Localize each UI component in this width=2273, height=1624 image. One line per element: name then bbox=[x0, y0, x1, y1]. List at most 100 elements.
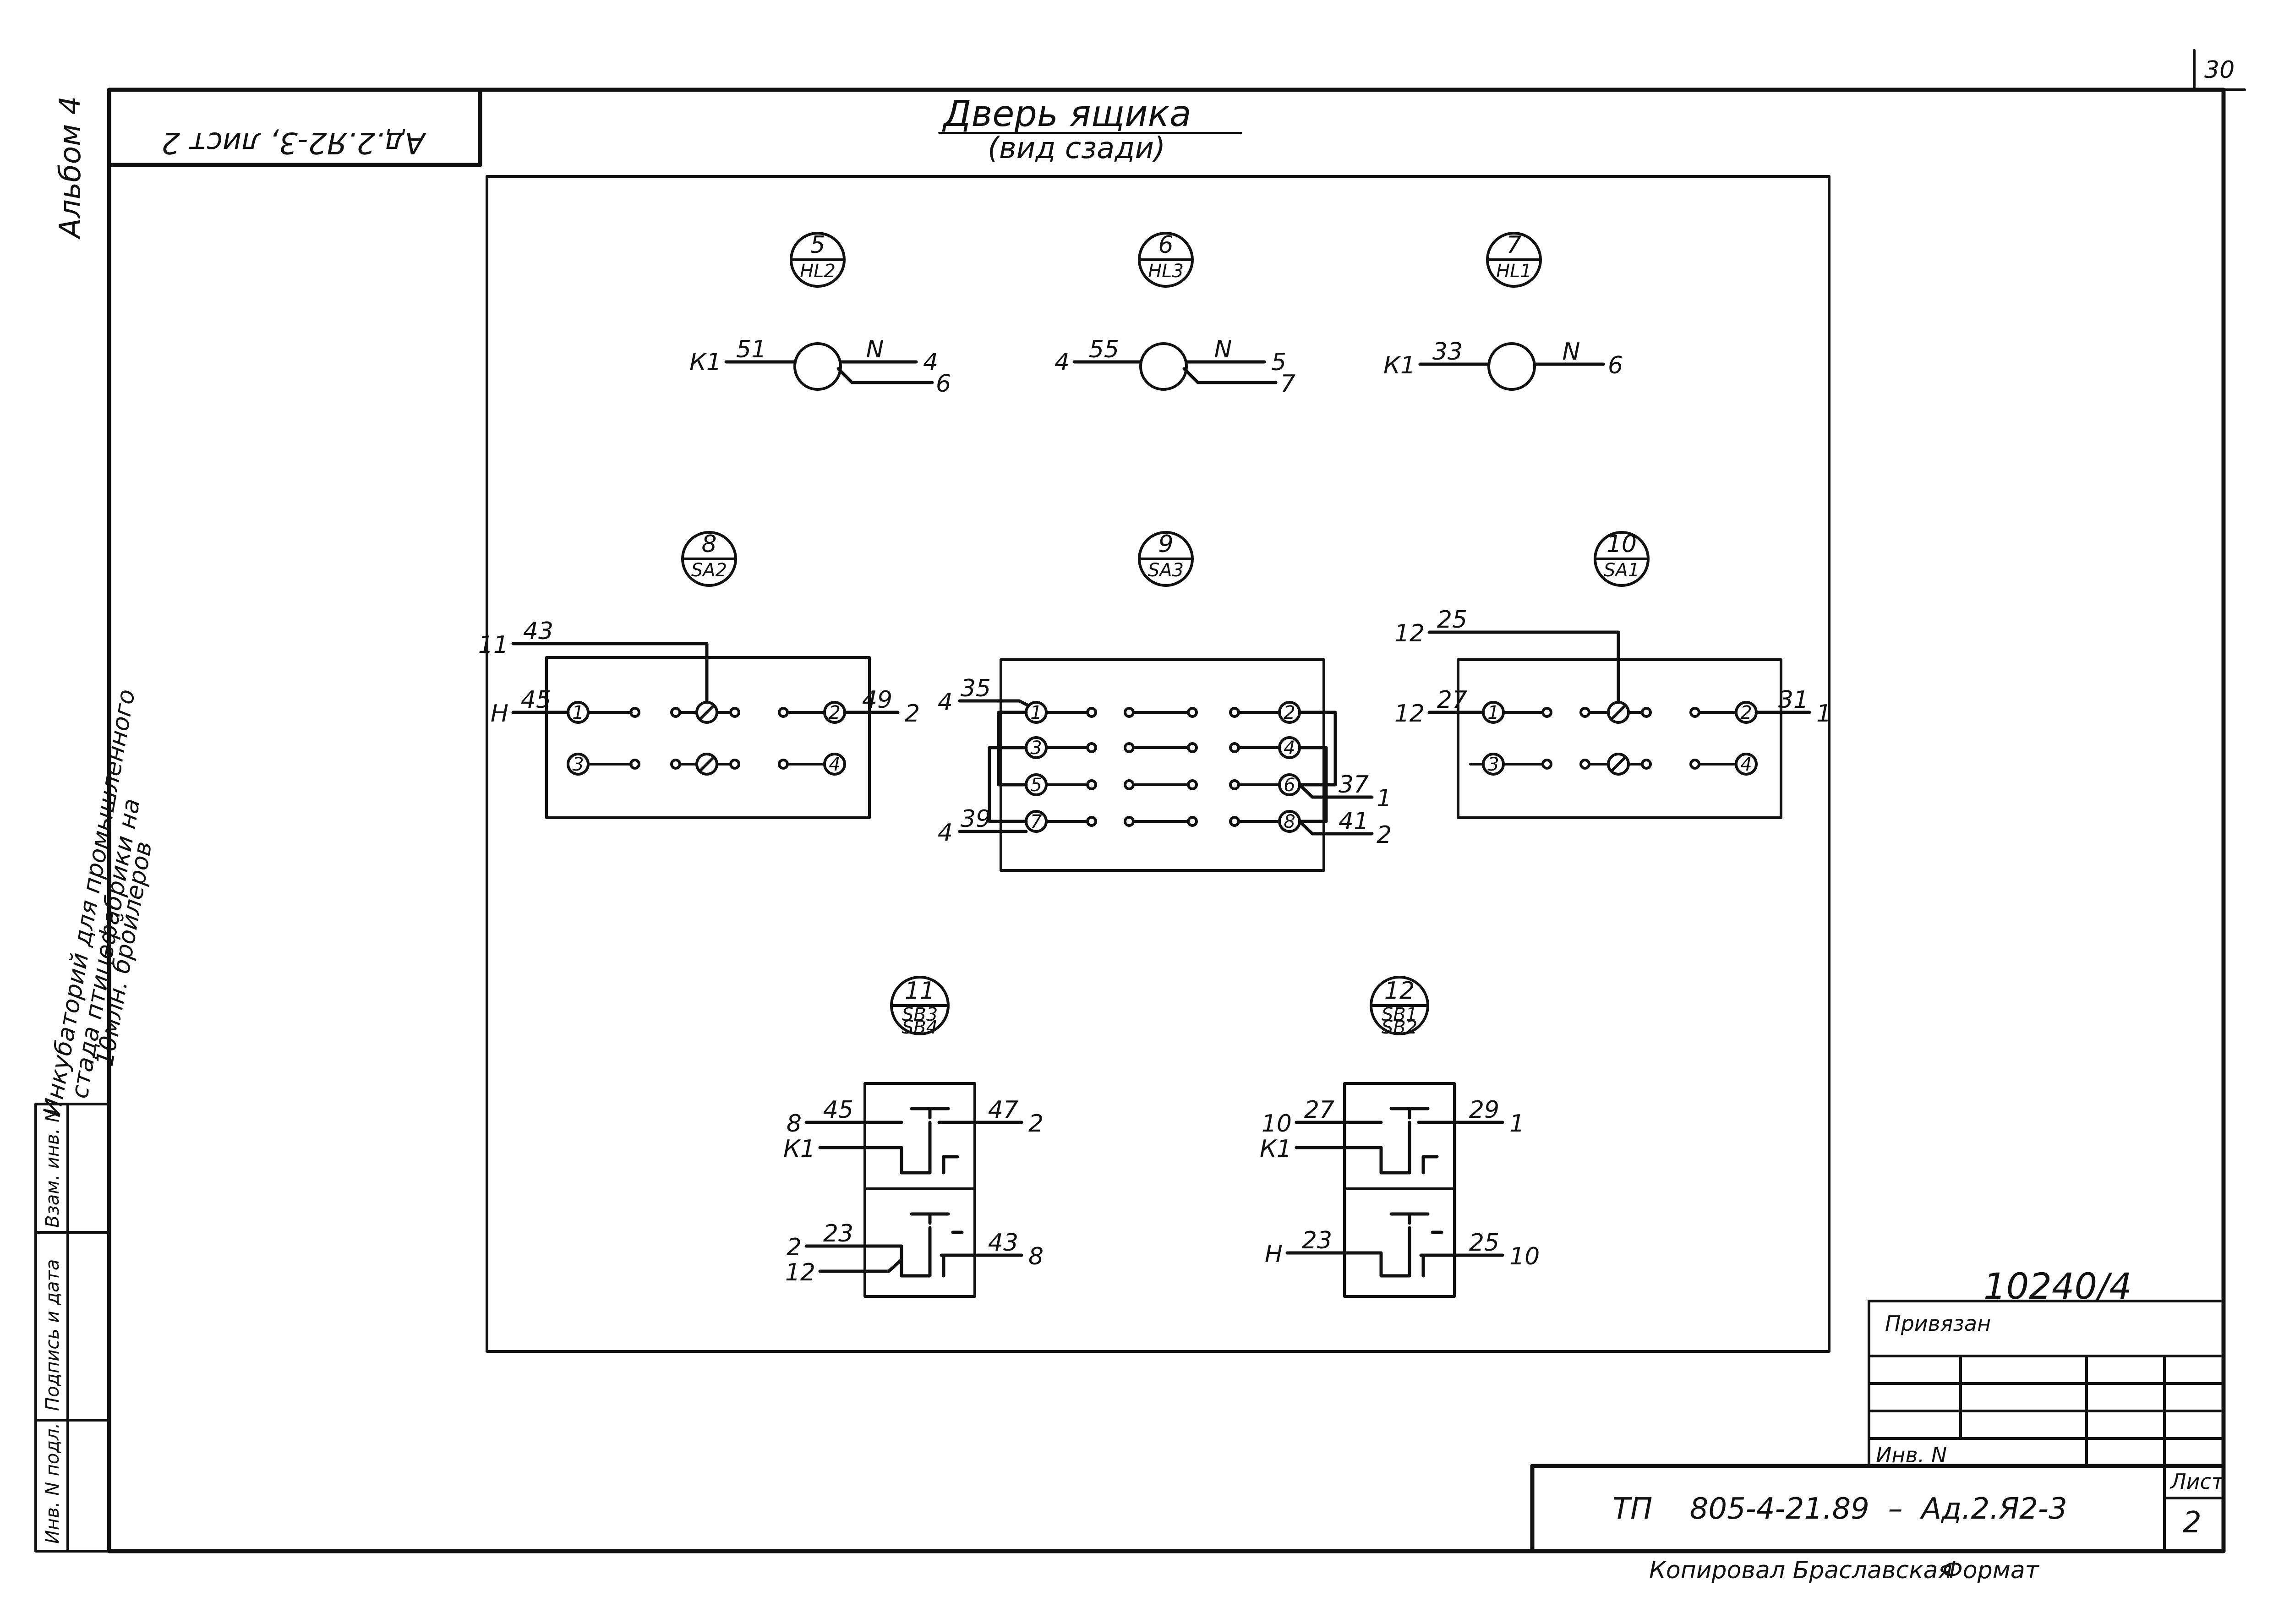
svg-text:6: 6 bbox=[936, 370, 951, 398]
svg-text:6: 6 bbox=[1284, 775, 1295, 796]
button-code: SB3 bbox=[902, 1004, 938, 1025]
svg-text:5: 5 bbox=[1271, 349, 1286, 376]
svg-text:23: 23 bbox=[823, 1220, 853, 1247]
svg-text:41: 41 bbox=[1339, 808, 1369, 835]
switch-sa3: 9 SA3 1 2 3 4 5 6 7 8 bbox=[938, 530, 1392, 872]
svg-text:4: 4 bbox=[938, 819, 953, 847]
svg-text:К1: К1 bbox=[1260, 1135, 1292, 1163]
svg-text:45: 45 bbox=[823, 1096, 853, 1124]
switch-number: 10 bbox=[1606, 530, 1637, 558]
svg-text:12: 12 bbox=[1394, 620, 1425, 647]
svg-text:10: 10 bbox=[1509, 1243, 1540, 1270]
svg-text:4: 4 bbox=[1055, 349, 1070, 376]
side-title: Инкубаторий для промышленного стада птиц… bbox=[38, 687, 158, 1119]
lamp-body bbox=[1139, 342, 1188, 391]
svg-text:35: 35 bbox=[961, 675, 991, 702]
svg-text:2: 2 bbox=[1377, 821, 1392, 849]
album-label: Альбом 4 bbox=[54, 96, 87, 240]
svg-text:N: N bbox=[866, 336, 884, 363]
svg-text:12: 12 bbox=[785, 1259, 815, 1286]
svg-text:Подпись и дата: Подпись и дата bbox=[42, 1259, 63, 1411]
svg-text:Инв. N подл.: Инв. N подл. bbox=[42, 1423, 63, 1544]
svg-text:4: 4 bbox=[1740, 754, 1752, 775]
svg-text:7: 7 bbox=[1030, 811, 1042, 832]
format-label: Формат bbox=[1942, 1557, 2040, 1584]
lamp-body bbox=[793, 342, 842, 391]
svg-text:2: 2 bbox=[787, 1234, 802, 1261]
svg-text:33: 33 bbox=[1432, 338, 1463, 366]
button-sb3-sb4: 11 SB3 SB4 8 45 К1 47 2 2 23 12 43 8 bbox=[783, 976, 1044, 1298]
switch-body bbox=[1000, 658, 1325, 872]
svg-text:2: 2 bbox=[1284, 702, 1295, 723]
svg-text:4: 4 bbox=[923, 349, 938, 376]
svg-text:23: 23 bbox=[1302, 1227, 1332, 1254]
svg-text:37: 37 bbox=[1339, 771, 1369, 798]
svg-text:8: 8 bbox=[1028, 1243, 1044, 1270]
sheet-frame bbox=[107, 49, 2246, 1553]
svg-text:10: 10 bbox=[1262, 1110, 1292, 1137]
svg-text:3: 3 bbox=[1487, 754, 1499, 775]
copied-by: Копировал Браславская bbox=[1649, 1557, 1952, 1584]
svg-text:29: 29 bbox=[1469, 1096, 1499, 1124]
svg-text:39: 39 bbox=[961, 805, 991, 833]
switch-code: SA3 bbox=[1148, 560, 1184, 581]
lamp-number: 6 bbox=[1158, 231, 1173, 259]
svg-text:К1: К1 bbox=[689, 349, 721, 376]
svg-text:55: 55 bbox=[1089, 336, 1119, 363]
svg-text:Н: Н bbox=[491, 700, 508, 727]
switch-sa2: 8 SA2 1 2 3 4 11 bbox=[478, 530, 920, 819]
svg-text:2: 2 bbox=[905, 700, 920, 727]
reference-box-text: Ад.2.Я2-3, лист 2 bbox=[161, 126, 426, 159]
bound-label: Привязан bbox=[1885, 1311, 1991, 1336]
switch-sa1: 10 SA1 1 2 3 4 1 bbox=[1394, 530, 1831, 819]
title-block: 10240/4 Привязан Инв. N ТП 805-4-21.89 –… bbox=[1530, 1266, 2226, 1584]
svg-text:Взам. инв. N: Взам. инв. N bbox=[42, 1109, 63, 1228]
inv-label: Инв. N bbox=[1876, 1443, 1947, 1467]
lamp-hl3: 6 HL3 4 55 N 5 7 bbox=[1055, 231, 1295, 398]
svg-text:4: 4 bbox=[829, 754, 840, 775]
svg-text:7: 7 bbox=[1280, 370, 1295, 398]
document-code: ТП 805-4-21.89 – Ад.2.Я2-3 bbox=[1612, 1492, 2067, 1526]
drawing-title: Дверь ящика bbox=[942, 93, 1191, 135]
svg-text:8: 8 bbox=[1284, 811, 1295, 832]
svg-text:8: 8 bbox=[787, 1110, 802, 1137]
button-number: 12 bbox=[1384, 977, 1415, 1005]
svg-text:N: N bbox=[1563, 338, 1580, 366]
svg-text:1: 1 bbox=[1487, 702, 1499, 723]
svg-text:2: 2 bbox=[1028, 1110, 1044, 1137]
svg-text:3: 3 bbox=[1030, 738, 1042, 759]
svg-text:К1: К1 bbox=[1383, 352, 1415, 379]
door-panel bbox=[486, 175, 1830, 1353]
svg-text:31: 31 bbox=[1778, 686, 1809, 714]
sheet-number: 2 bbox=[2183, 1506, 2202, 1540]
svg-text:2: 2 bbox=[1740, 702, 1752, 723]
sheet-label: Лист bbox=[2169, 1469, 2224, 1494]
button-code: SB1 bbox=[1382, 1004, 1417, 1025]
handwritten-number: 10240/4 bbox=[1983, 1266, 2132, 1307]
svg-text:5: 5 bbox=[1030, 775, 1042, 796]
lamp-body bbox=[1487, 342, 1536, 391]
button-code: SB4 bbox=[902, 1017, 938, 1038]
lamp-code: HL1 bbox=[1496, 261, 1532, 282]
svg-text:45: 45 bbox=[521, 686, 551, 714]
svg-text:1: 1 bbox=[1509, 1110, 1524, 1137]
side-stamp: Инв. N подл. Подпись и дата Взам. инв. N bbox=[34, 1103, 110, 1553]
svg-text:47: 47 bbox=[988, 1096, 1018, 1124]
lamp-hl2: 5 HL2 К1 51 N 4 6 bbox=[689, 231, 951, 398]
svg-text:27: 27 bbox=[1437, 686, 1467, 714]
svg-text:49: 49 bbox=[862, 686, 892, 714]
svg-text:43: 43 bbox=[523, 618, 553, 645]
page-number: 30 bbox=[2204, 56, 2235, 84]
drawing-subtitle: (вид сзади) bbox=[988, 131, 1165, 165]
svg-text:4: 4 bbox=[1284, 738, 1295, 759]
lamp-code: HL3 bbox=[1148, 261, 1184, 282]
switch-number: 8 bbox=[701, 530, 716, 558]
lamp-number: 7 bbox=[1506, 231, 1521, 259]
svg-text:27: 27 bbox=[1304, 1096, 1334, 1124]
lamp-code: HL2 bbox=[800, 261, 836, 282]
svg-text:12: 12 bbox=[1394, 700, 1425, 727]
svg-text:1: 1 bbox=[1377, 785, 1392, 812]
svg-text:1: 1 bbox=[1030, 702, 1042, 723]
svg-text:3: 3 bbox=[572, 754, 584, 775]
